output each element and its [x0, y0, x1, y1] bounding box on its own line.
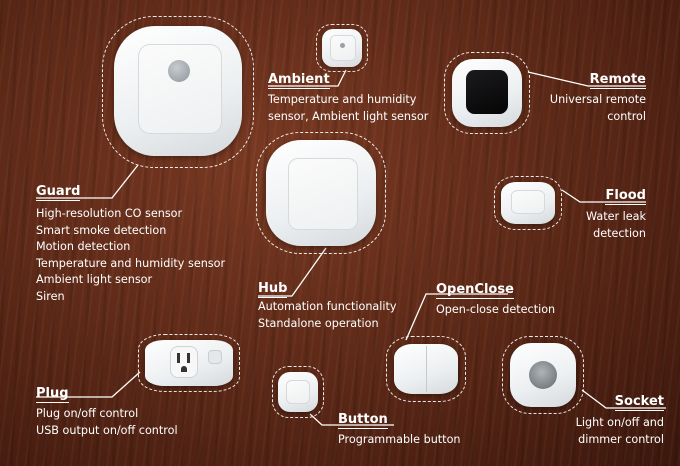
openclose-device	[386, 336, 466, 402]
openclose-title: OpenClose	[436, 282, 514, 299]
remote-description: Universal remote control	[549, 93, 646, 123]
remote-device	[444, 52, 530, 134]
hub-device	[256, 132, 386, 254]
openclose-magnet-split	[426, 346, 427, 392]
guard-title: Guard	[36, 184, 80, 201]
openclose-description: Open-close detection	[436, 303, 556, 316]
button-device	[272, 366, 324, 418]
plug-device	[138, 334, 240, 392]
guard-description: High-resolution CO sensor Smart smoke de…	[36, 207, 226, 303]
plug-description: Plug on/off control USB output on/off co…	[36, 407, 178, 437]
socket-title: Socket	[615, 394, 664, 411]
socket-device	[502, 336, 584, 414]
button-title: Button	[338, 412, 388, 429]
remote-ir-window-icon	[466, 70, 508, 114]
plug-outlet-icon	[170, 346, 198, 378]
flood-title: Flood	[605, 188, 646, 205]
hub-title: Hub	[258, 281, 287, 298]
flood-description: Water leak detection	[586, 210, 646, 240]
flood-device	[494, 176, 562, 230]
ambient-light-sensor-icon	[340, 43, 345, 48]
socket-bulb-base-icon	[529, 361, 557, 389]
guard-device	[102, 16, 254, 168]
ambient-title: Ambient	[268, 72, 330, 89]
ambient-description: Temperature and humidity sensor, Ambient…	[268, 93, 429, 123]
socket-description: Light on/off and dimmer control	[575, 416, 664, 446]
hub-description: Automation functionality Standalone oper…	[258, 300, 397, 330]
guard-sensor-lens-icon	[168, 60, 190, 82]
button-description: Programmable button	[338, 433, 461, 446]
plug-usb-port-icon	[208, 350, 222, 364]
ambient-device	[316, 24, 368, 72]
plug-title: Plug	[36, 386, 69, 403]
remote-title: Remote	[590, 72, 646, 89]
